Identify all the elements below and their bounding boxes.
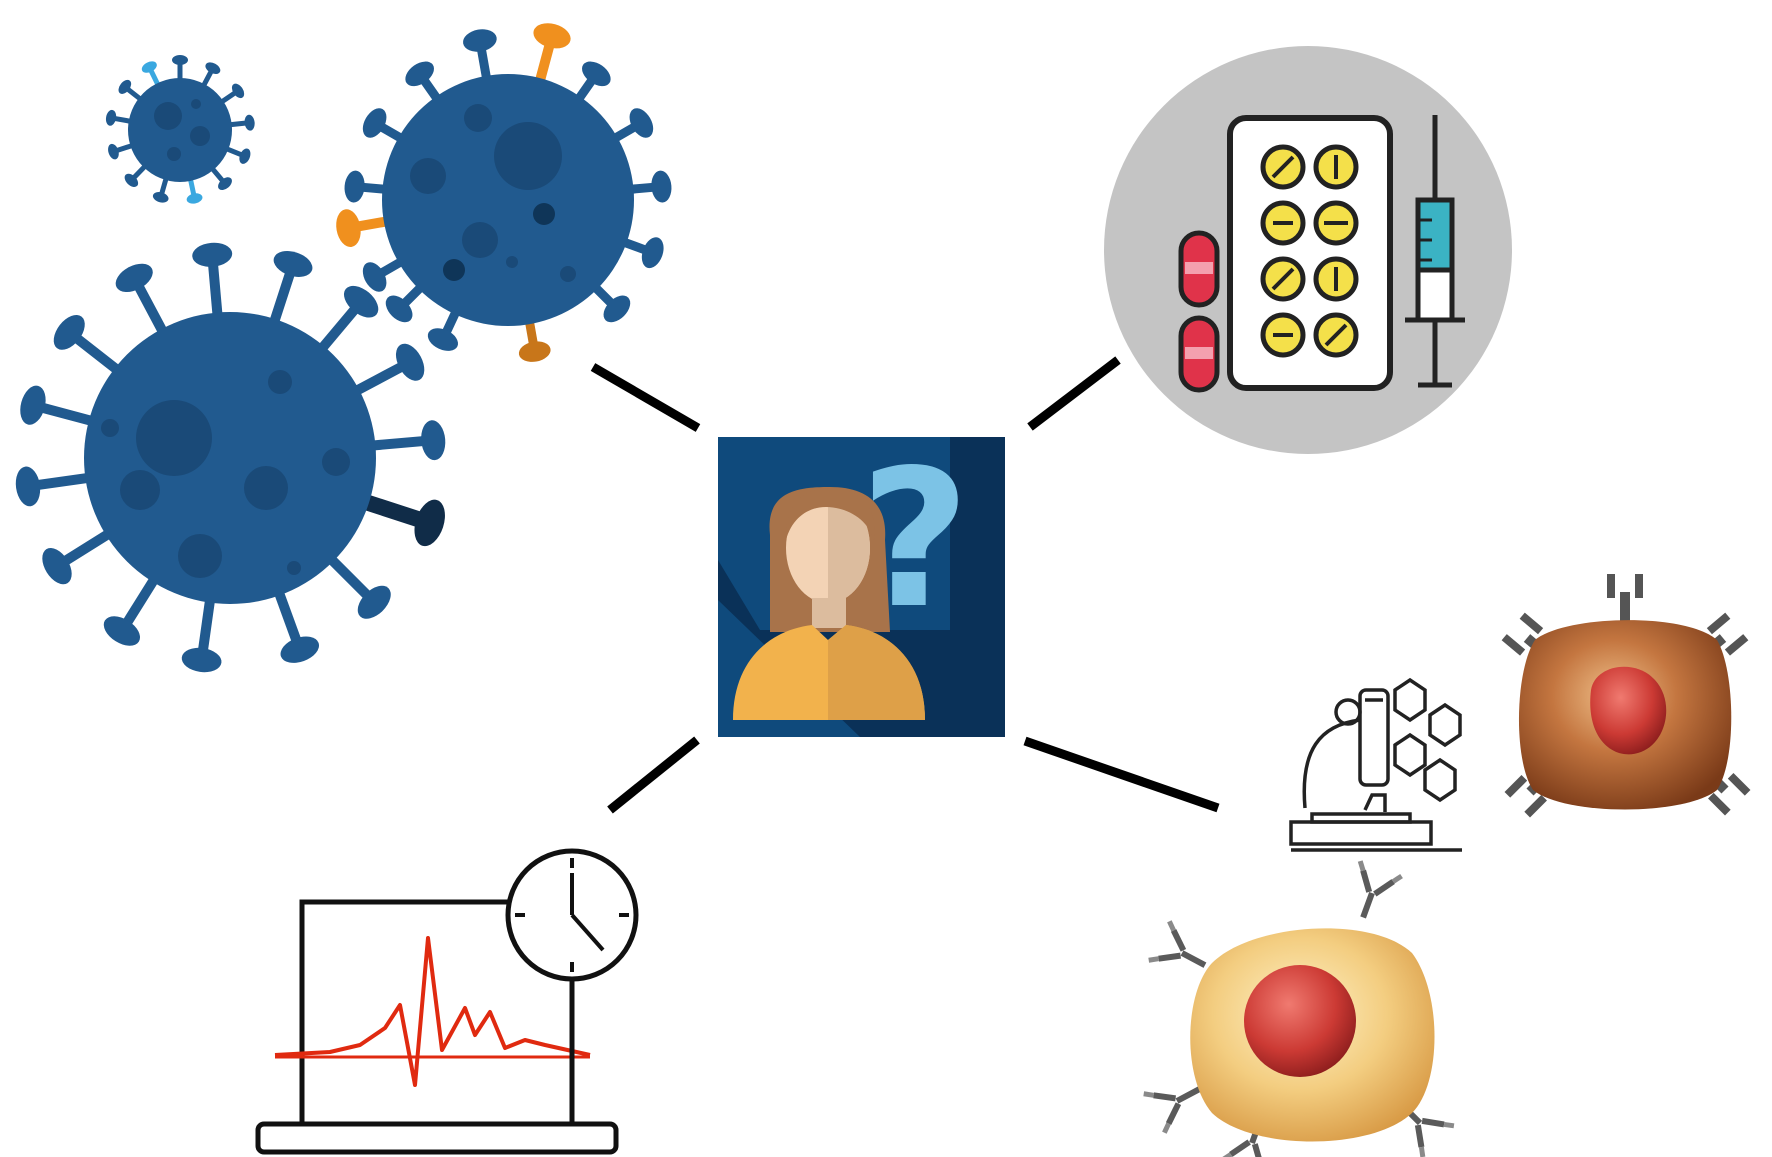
coronavirus-icon: [15, 23, 672, 673]
ecg-trace: [274, 936, 591, 1087]
microscope-cells-icon: [1144, 574, 1751, 1157]
cell-brown: [1501, 574, 1751, 818]
pills-syringe-icon: [1104, 46, 1512, 454]
virus-medium: [336, 23, 672, 362]
virus-small: [105, 55, 255, 204]
connector-viruses: [590, 363, 701, 432]
laptop-ecg-clock-icon: [255, 848, 639, 1155]
cell-yellow: [1144, 861, 1454, 1157]
person-question-icon: ?: [718, 429, 1005, 737]
connector-drugs: [1027, 356, 1121, 431]
connector-immune-cells: [1023, 736, 1220, 813]
microscope-icon: [1289, 677, 1462, 852]
connector-lines: [590, 356, 1220, 814]
connector-monitoring: [607, 736, 700, 814]
virus-large: [15, 242, 446, 673]
